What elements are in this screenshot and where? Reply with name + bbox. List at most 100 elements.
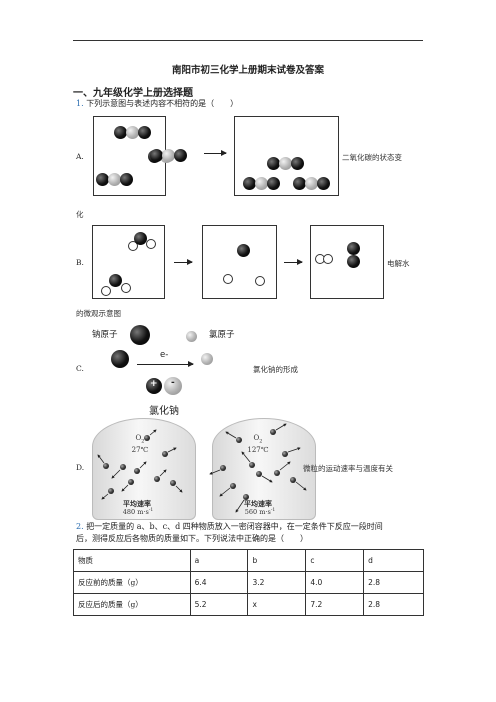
- table-header-cell: a: [189, 549, 249, 572]
- chlorine-atom: [201, 353, 213, 365]
- sodium-atom: [130, 325, 150, 345]
- oxygen-atom: [347, 242, 360, 255]
- carbon-atom: [114, 126, 127, 139]
- positive-charge: +: [150, 379, 158, 389]
- question-number: 1.: [76, 99, 84, 108]
- electron-transfer-arrow: [137, 361, 194, 367]
- option-b-text: 电解水: [387, 259, 410, 268]
- question-1-stem: 1. 下列示意图与表述内容不相符的是（ ）: [76, 98, 238, 110]
- speed-value-left: 480 m·s-1: [122, 508, 154, 517]
- option-a-text-cont: 化: [76, 210, 84, 219]
- reaction-arrow: [284, 259, 303, 265]
- option-d-text: 微粒的运动速率与温度有关: [303, 464, 393, 473]
- table-header-cell: b: [247, 549, 307, 572]
- question-text: 把一定质量的 a、b、c、d 四种物质放入一密闭容器中，在一定条件下反应一段时间: [86, 522, 383, 531]
- hydrogen-atom: [121, 283, 131, 293]
- oxygen-atom: [109, 274, 122, 287]
- mass-table: 物质 a b c d 反应前的质量（g） 6.4 3.2 4.0 2.8 反应后…: [73, 549, 424, 616]
- hydrogen-atom: [323, 254, 333, 264]
- carbon-atom: [267, 177, 280, 190]
- oxygen-atom: [279, 157, 292, 170]
- table-cell: 6.4: [189, 571, 249, 594]
- oxygen-atom: [162, 149, 175, 162]
- chlorine-atom-label: 氯原子: [209, 330, 235, 340]
- table-cell: 2.8: [363, 593, 424, 616]
- header-rule: [73, 40, 423, 41]
- sodium-atom: [111, 350, 129, 368]
- carbon-atom: [291, 157, 304, 170]
- table-header-cell: c: [305, 549, 365, 572]
- table-cell: 2.8: [363, 571, 424, 594]
- speed-label-left: 平均速率: [123, 499, 151, 508]
- option-b-box-2: [202, 225, 277, 299]
- question-text: 下列示意图与表述内容不相符的是（ ）: [86, 99, 239, 108]
- sodium-atom-label: 钠原子: [92, 330, 118, 340]
- hydrogen-atom: [146, 239, 156, 249]
- table-row: 反应后的质量（g） 5.2 x 7.2 2.8: [73, 593, 424, 616]
- hydrogen-atom: [255, 276, 265, 286]
- container-27c: [92, 418, 196, 520]
- table-cell: 5.2: [189, 593, 249, 616]
- oxygen-atom: [126, 126, 139, 139]
- carbon-atom: [120, 173, 133, 186]
- section-title: 一、九年级化学上册选择题: [73, 88, 193, 99]
- hydrogen-atom: [101, 286, 111, 296]
- table-cell: x: [247, 593, 307, 616]
- document-title: 南阳市初三化学上册期末试卷及答案: [171, 65, 324, 76]
- table-cell: 3.2: [247, 571, 307, 594]
- gas-label-right: O2: [253, 434, 263, 445]
- sodium-ion: [146, 378, 162, 394]
- table-header-cell: d: [363, 549, 424, 572]
- oxygen-atom: [134, 232, 147, 245]
- oxygen-atom: [237, 244, 250, 257]
- container-127c: [212, 418, 316, 520]
- carbon-atom: [150, 149, 163, 162]
- option-a-text: 二氧化碳的状态变: [342, 153, 402, 162]
- carbon-atom: [293, 177, 306, 190]
- speed-value-right: 560 m·s-1: [244, 508, 276, 517]
- electron-label: e-: [160, 350, 169, 360]
- oxygen-atom: [108, 173, 121, 186]
- carbon-atom: [96, 173, 109, 186]
- question-2-stem: 2. 把一定质量的 a、b、c、d 四种物质放入一密闭容器中，在一定条件下反应一…: [76, 521, 383, 545]
- reaction-arrow: [204, 150, 227, 156]
- speed-label-right: 平均速率: [244, 499, 272, 508]
- table-cell: 4.0: [305, 571, 365, 594]
- table-cell: 反应后的质量（g）: [73, 593, 191, 616]
- carbon-atom: [138, 126, 151, 139]
- carbon-atom: [174, 149, 187, 162]
- chloride-ion: [164, 377, 182, 395]
- hydrogen-atom: [128, 241, 138, 251]
- temperature-right: 127℃: [247, 446, 269, 454]
- table-cell: 反应前的质量（g）: [73, 571, 191, 594]
- question-text-cont: 后，测得反应后各物质的质量如下。下列说法中正确的是（ ）: [76, 534, 308, 543]
- option-c-label: C.: [76, 364, 84, 373]
- carbon-atom: [243, 177, 256, 190]
- table-header-row: 物质 a b c d: [73, 549, 424, 572]
- table-row: 反应前的质量（g） 6.4 3.2 4.0 2.8: [73, 571, 424, 594]
- table-header-cell: 物质: [73, 549, 191, 572]
- option-a-label: A.: [76, 152, 84, 161]
- sodium-chloride-label: 氯化钠: [149, 406, 179, 417]
- question-number: 2.: [76, 522, 84, 531]
- option-b-box-3: [310, 225, 384, 299]
- table-cell: 7.2: [305, 593, 365, 616]
- carbon-atom: [267, 157, 280, 170]
- oxygen-atom: [347, 255, 360, 268]
- option-b-label: B.: [76, 258, 84, 267]
- option-b-text-cont: 的微观示意图: [76, 309, 121, 318]
- chlorine-atom: [186, 331, 197, 342]
- hydrogen-atom: [223, 274, 233, 284]
- gas-label-left: O2: [135, 434, 145, 445]
- temperature-left: 27℃: [131, 446, 149, 454]
- option-b-box-1: [92, 225, 165, 299]
- negative-charge: -: [171, 378, 175, 388]
- option-a-right-box: [234, 116, 339, 196]
- oxygen-atom: [305, 177, 318, 190]
- option-c-text: 氯化钠的形成: [253, 365, 298, 374]
- reaction-arrow: [174, 259, 193, 265]
- option-d-label: D.: [76, 463, 85, 472]
- oxygen-atom: [255, 177, 268, 190]
- carbon-atom: [317, 177, 330, 190]
